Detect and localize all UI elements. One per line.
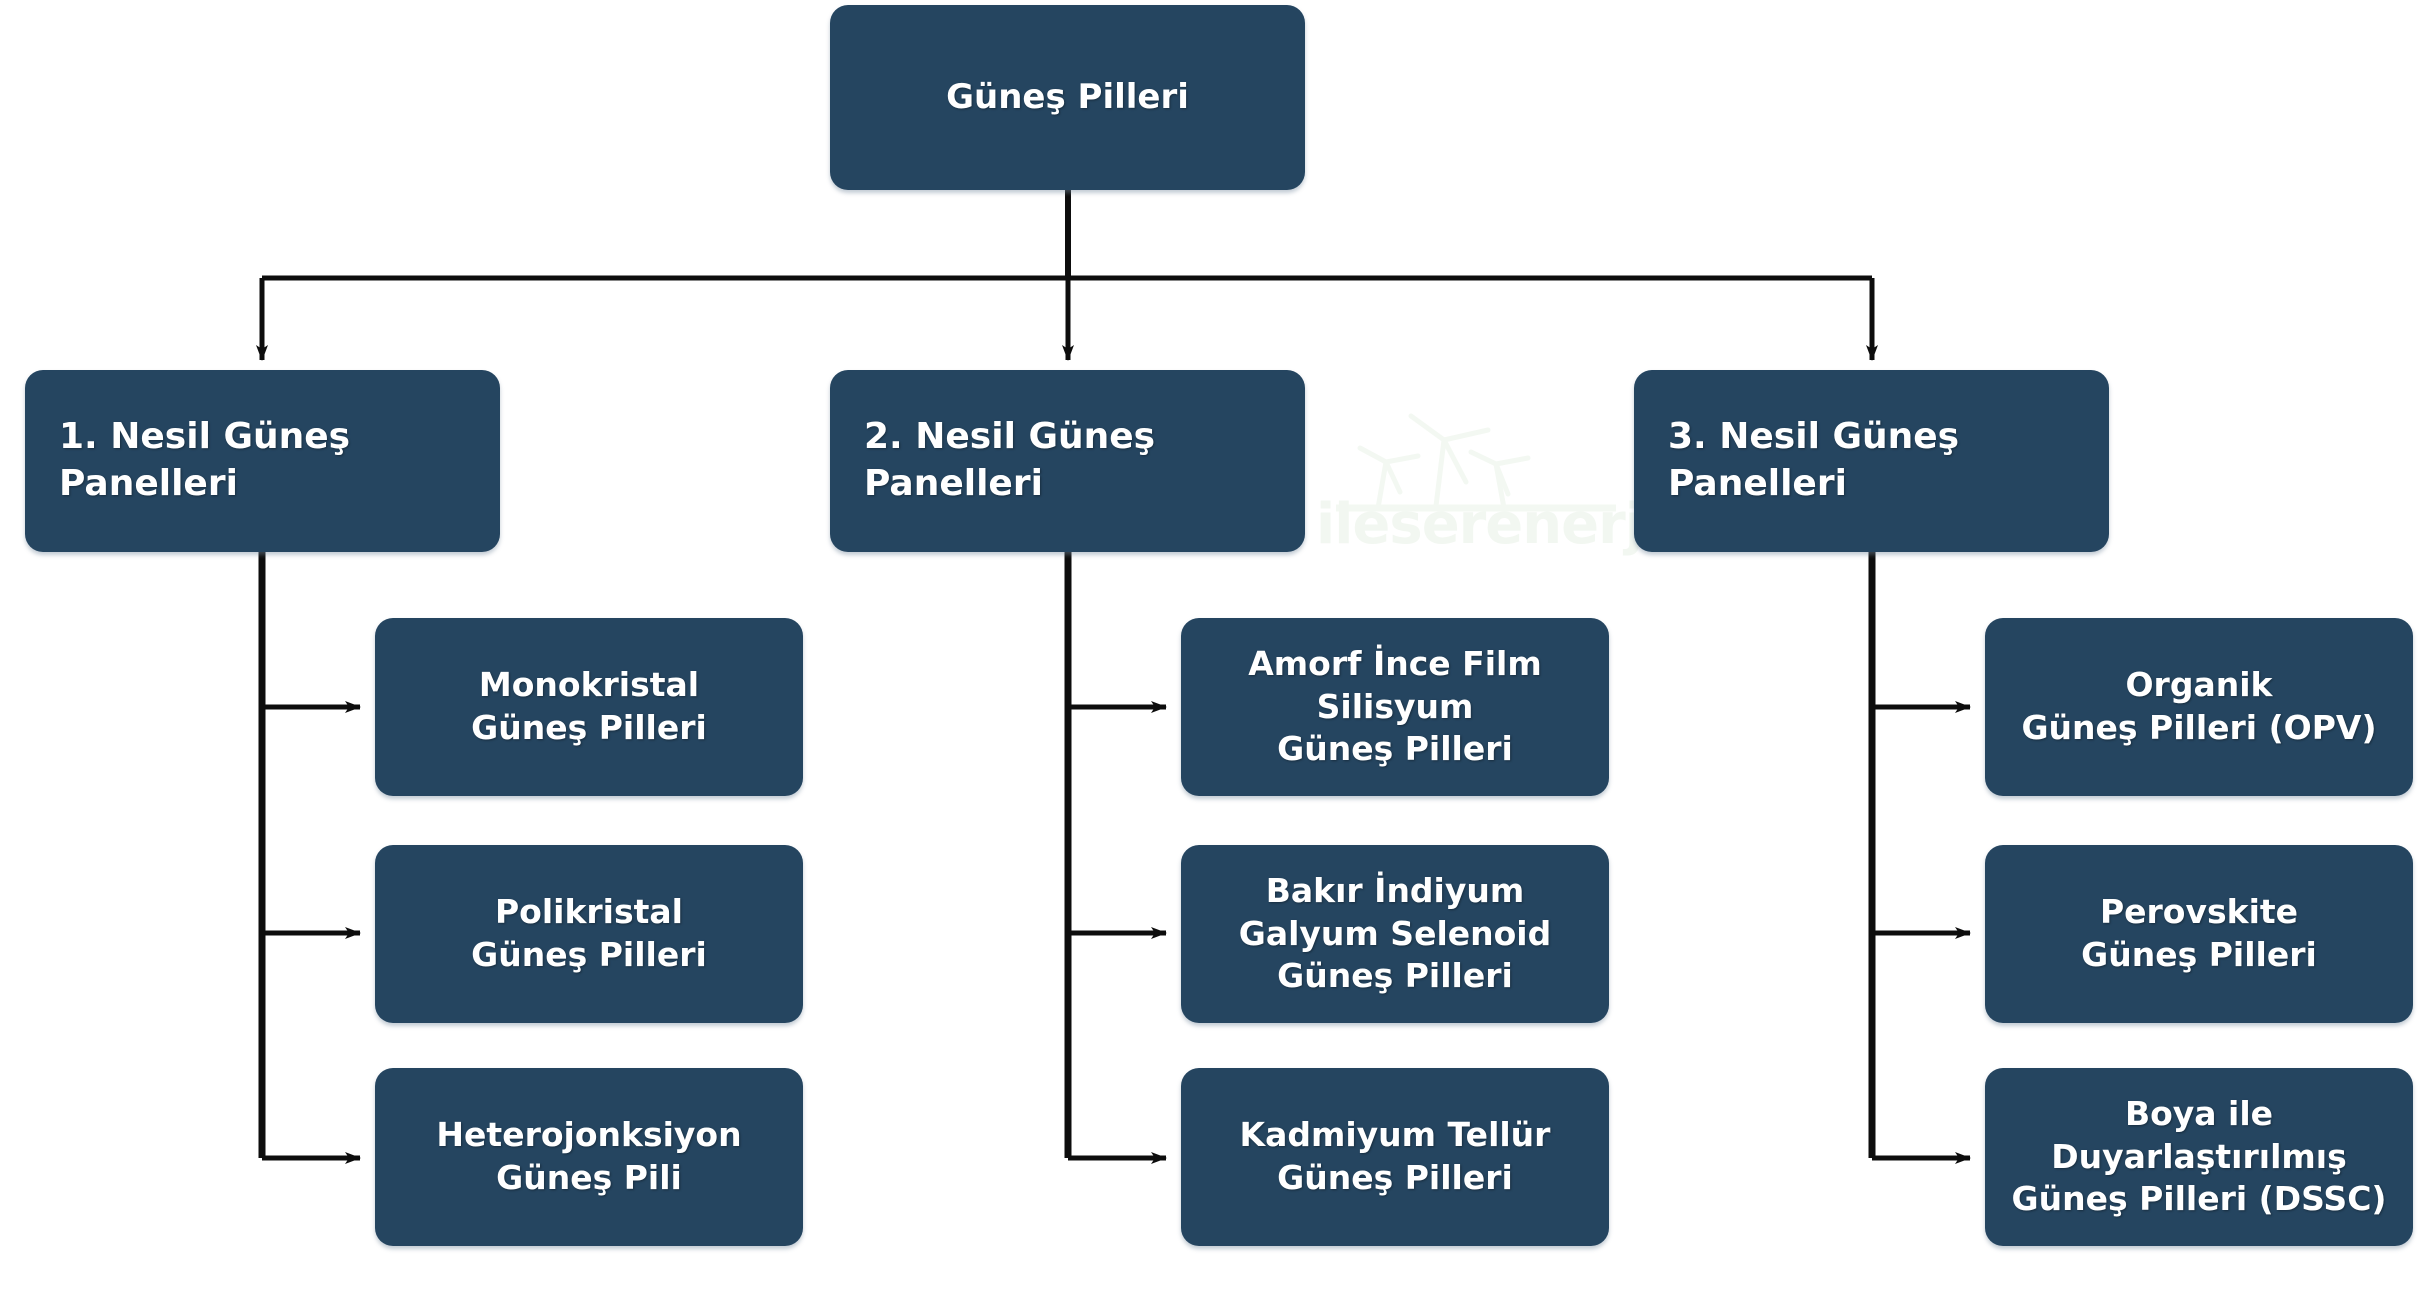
node-gen3-child-1-label: Organik Güneş Pilleri (OPV) (2021, 665, 2377, 747)
node-gen2-child-1-label: Amorf İnce Film Silisyum Güneş Pilleri (1248, 643, 1542, 769)
node-generation-3[interactable]: 3. Nesil Güneş Panelleri (1634, 370, 2109, 552)
wind-turbine-icon (1336, 413, 1616, 512)
node-gen3-child-2[interactable]: Perovskite Güneş Pilleri (1985, 845, 2413, 1023)
node-gen2-child-3-label: Kadmiyum Tellür Güneş Pilleri (1239, 1115, 1551, 1197)
node-root[interactable]: Güneş Pilleri (830, 5, 1305, 190)
node-gen1-child-3[interactable]: Heterojonksiyon Güneş Pili (375, 1068, 803, 1246)
node-generation-3-label: 3. Nesil Güneş Panelleri (1668, 416, 1960, 504)
node-gen2-child-2-label: Bakır İndiyum Galyum Selenoid Güneş Pill… (1238, 870, 1552, 996)
node-gen1-child-2-label: Polikristal Güneş Pilleri (471, 892, 707, 974)
node-gen3-child-2-label: Perovskite Güneş Pilleri (2081, 892, 2317, 974)
node-gen3-child-1[interactable]: Organik Güneş Pilleri (OPV) (1985, 618, 2413, 796)
node-gen2-child-2[interactable]: Bakır İndiyum Galyum Selenoid Güneş Pill… (1181, 845, 1609, 1023)
watermark-text: ileserenerji (1316, 492, 1662, 557)
node-generation-1[interactable]: 1. Nesil Güneş Panelleri (25, 370, 500, 552)
node-generation-2[interactable]: 2. Nesil Güneş Panelleri (830, 370, 1305, 552)
node-generation-1-label: 1. Nesil Güneş Panelleri (59, 416, 351, 504)
node-gen3-child-3[interactable]: Boya ile Duyarlaştırılmış Güneş Pilleri … (1985, 1068, 2413, 1246)
node-gen2-child-3[interactable]: Kadmiyum Tellür Güneş Pilleri (1181, 1068, 1609, 1246)
node-generation-2-label: 2. Nesil Güneş Panelleri (864, 416, 1156, 504)
node-gen1-child-3-label: Heterojonksiyon Güneş Pili (436, 1115, 742, 1197)
node-gen1-child-1-label: Monokristal Güneş Pilleri (471, 665, 707, 747)
node-gen3-child-3-label: Boya ile Duyarlaştırılmış Güneş Pilleri … (2011, 1093, 2387, 1219)
node-root-label: Güneş Pilleri (946, 77, 1189, 118)
watermark: ileserenerji (1316, 396, 1662, 586)
node-gen1-child-1[interactable]: Monokristal Güneş Pilleri (375, 618, 803, 796)
node-gen2-child-1[interactable]: Amorf İnce Film Silisyum Güneş Pilleri (1181, 618, 1609, 796)
node-gen1-child-2[interactable]: Polikristal Güneş Pilleri (375, 845, 803, 1023)
